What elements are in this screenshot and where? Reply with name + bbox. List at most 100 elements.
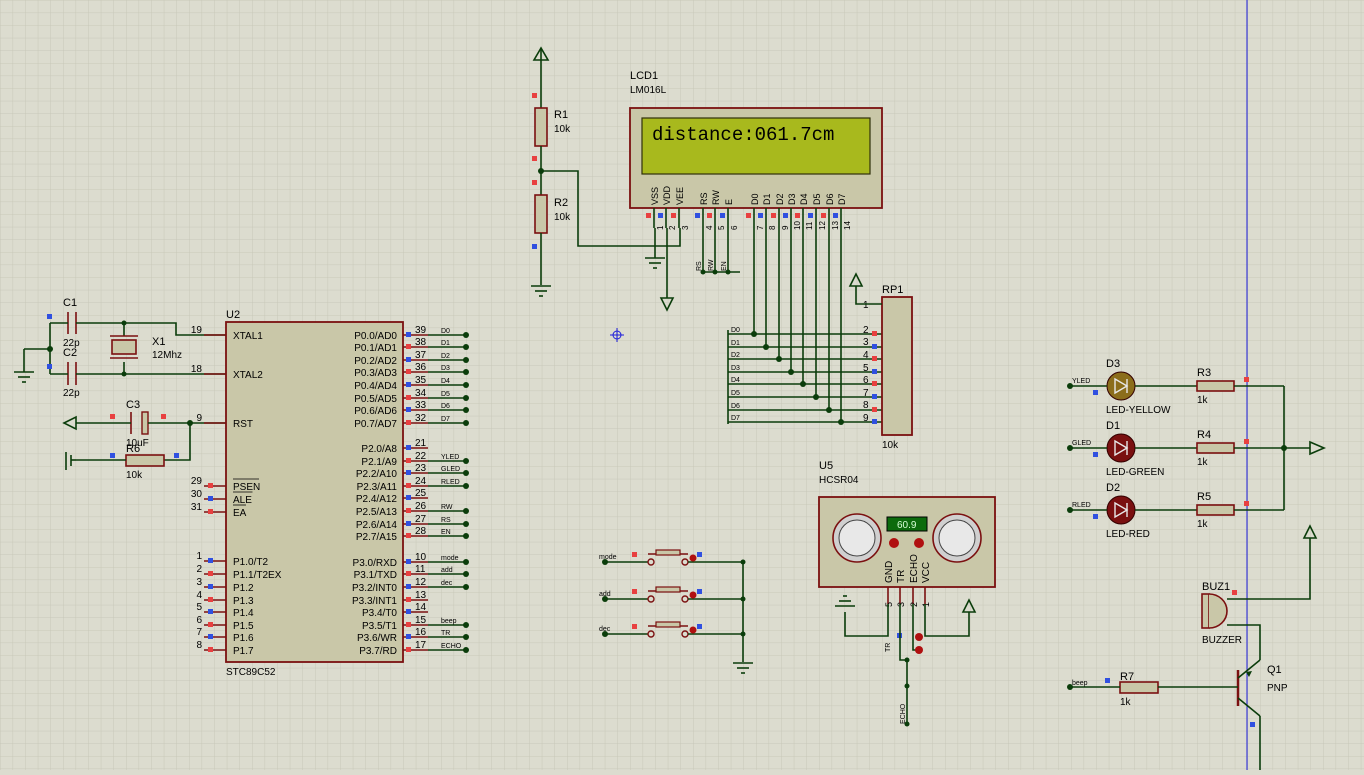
mcu-pin-number: 37 [415,350,427,361]
pin-marker [406,357,411,362]
resistor-r3[interactable]: R3 1k [1196,367,1284,406]
push-button-mode[interactable]: mode [599,549,746,566]
sensor-pin-name: VCC [921,562,932,583]
mcu-pin-name: P2.1/A9 [361,457,397,468]
pin-marker [174,453,179,458]
pin-marker [406,344,411,349]
pin-marker [406,445,411,450]
pin-marker [208,558,213,563]
c1-capacitor[interactable]: C1 22p [63,297,80,349]
mcu-net-label: ECHO [441,643,462,650]
pin-marker [208,571,213,576]
pin-marker [532,93,537,98]
pin-marker [872,407,877,412]
bus-net-label: D7 [731,415,740,422]
mcu-pin-name: P1.7 [233,646,254,657]
sensor-pin-name: TR [896,570,907,583]
pin-marker [406,634,411,639]
sensor-part: HCSR04 [819,475,859,486]
pin-marker [406,609,411,614]
lcd-pins: VSS1VDD2VEE3RS4RW5E6D07D18D29D310D411D51… [646,185,852,230]
pin-marker [208,609,213,614]
push-button-dec[interactable]: dec [599,621,746,638]
pin-marker [720,213,725,218]
resistor-value: 1k [1197,395,1209,406]
mcu-pin-name: P0.6/AD6 [354,406,397,417]
rp1-pin-number: 2 [863,325,869,336]
mcu-pin-name: P2.7/A15 [356,532,398,543]
x1-crystal[interactable]: X1 12Mhz [110,323,182,374]
bus-net-label: D0 [731,327,740,334]
crosshair-icon [610,328,624,342]
r2-ref: R2 [554,197,568,209]
button-net-label: dec [599,626,611,633]
mcu-pin-number: 14 [415,602,427,613]
pin-marker [1244,501,1249,506]
lcd-component[interactable]: LCD1 LM016L distance:061.7cm VSS1VDD2VEE… [629,70,883,230]
r1-resistor[interactable]: R1 10k [534,60,571,147]
resistor-ref: R3 [1197,367,1211,379]
c3-value: 10uF [126,438,149,449]
lcd-pin-number: 9 [781,225,790,230]
mcu-net-label: beep [441,618,457,625]
mcu-pin-name: P2.5/A13 [356,507,398,518]
mcu-pin-number: 9 [196,413,202,424]
buzzer-component[interactable]: BUZ1 BUZZER [1201,581,1242,646]
lcd-pin-number: 2 [668,225,677,230]
pin-marker [406,647,411,652]
lcd-pin-name: VDD [662,185,672,205]
r2-resistor[interactable]: R2 10k [534,194,571,234]
mcu-pin-name: P0.0/AD0 [354,331,397,342]
mcu-ref: U2 [226,309,240,321]
mcu-pin-number: 18 [191,364,203,375]
led-net-label: RLED [1072,502,1091,509]
lcd-display-text: distance:061.7cm [652,124,834,146]
mcu-pin-name: P2.0/A8 [361,444,397,455]
c3-capacitor[interactable]: C3 10uF [126,399,149,449]
lcd-pin-name: D2 [775,193,785,205]
mcu-net-label: mode [441,555,459,562]
c3-ref: C3 [126,399,140,411]
led-ref: D3 [1106,358,1120,370]
mcu-pin-name: P3.0/RXD [353,558,397,569]
mcu-pin-number: 25 [415,488,427,499]
q1-transistor[interactable]: Q1 PNP [1236,659,1288,717]
pin-marker [208,634,213,639]
pin-marker [406,521,411,526]
pin-marker [707,213,712,218]
lcd-pin-name: VSS [650,187,660,205]
mcu-net-label: D3 [441,365,450,372]
pin-marker [632,552,637,557]
pin-marker [406,483,411,488]
mcu-pin-number: 30 [191,489,203,500]
pin-marker [406,332,411,337]
pin-marker [532,244,537,249]
led-name: LED-GREEN [1106,467,1164,478]
sensor-pin-number: 2 [909,602,919,607]
pin-marker [406,559,411,564]
rp1-resistor-pack[interactable]: RP1 10k [881,284,913,451]
mcu-pin-number: 17 [415,640,427,651]
mcu-net-label: D4 [441,378,450,385]
c2-ref: C2 [63,347,77,359]
pin-marker [872,419,877,424]
resistor-value: 1k [1197,457,1209,468]
rp1-value: 10k [882,440,899,451]
mcu-component[interactable]: U2 STC89C52 19XTAL118XTAL29RST29PSEN30AL… [191,309,469,678]
lcd-pin-number: 14 [843,221,852,230]
mcu-pin-name: EA [233,508,247,519]
pin-marker [697,589,702,594]
mcu-pin-name: P0.1/AD1 [354,343,397,354]
rp1-pin-number: 8 [863,400,869,411]
rp1-pin-number: 1 [863,300,869,311]
push-button-add[interactable]: add [599,586,746,603]
rp1-pin-number: 6 [863,375,869,386]
